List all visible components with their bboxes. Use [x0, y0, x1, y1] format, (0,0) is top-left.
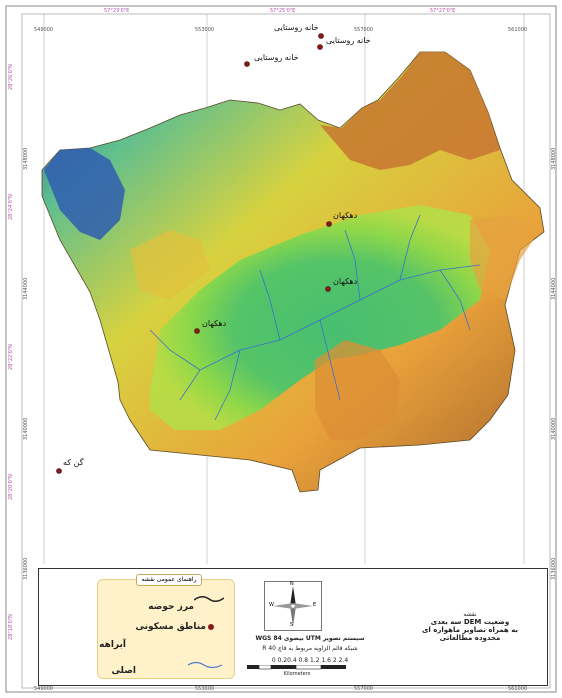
map-inner-frame — [21, 13, 551, 689]
east-label: E — [313, 602, 317, 608]
map-title-label: نقشه — [463, 611, 477, 618]
settlement-dot-top1 — [318, 33, 324, 39]
grid-info: شبکه قائم الزاویه مربوط به قاچ R 40 — [262, 645, 358, 652]
river-network — [149, 214, 481, 421]
settlement-dot-outside — [56, 468, 62, 474]
settlement-dot-village3 — [194, 328, 200, 334]
coord-bottom-1: 549000 — [34, 27, 54, 33]
legend-boundary: مرز حوضه — [148, 602, 194, 612]
deep-area — [44, 148, 125, 240]
settlement-dot-top3 — [244, 61, 250, 67]
coord-bottom-5: 549000 — [34, 686, 54, 692]
legend-waterway: آبراهه — [99, 640, 126, 650]
coord-left-2: 28°24'0"N — [8, 194, 14, 220]
settlement-label-top3: خانه روستایی — [254, 53, 299, 62]
coord-top-3: 57°27'0"E — [430, 8, 456, 14]
scale-ticks: 0 0.20.4 0.8 1.2 1.6 2 2.4 — [271, 657, 349, 664]
coord-inner-right-1: 3148000 — [551, 147, 557, 170]
coord-bottom-7: 557000 — [354, 686, 374, 692]
west-label: W — [269, 602, 274, 608]
coord-bottom-4: 561000 — [508, 27, 528, 33]
legend-box: راهنمای عمومی نقشه مرز حوضه مناطق مسکونی… — [38, 568, 548, 686]
coord-bottom-6: 553000 — [195, 686, 215, 692]
coord-bottom-3: 557000 — [354, 27, 374, 33]
settlement-label-village1: دهکهان — [333, 211, 358, 220]
legend-settlements: مناطق مسکونی — [135, 622, 206, 632]
map-outer-frame — [5, 5, 557, 693]
coord-left-3: 28°22'0"N — [8, 344, 14, 370]
coord-inner-left-2: 3144000 — [23, 277, 29, 300]
coord-inner-right-2: 3144000 — [551, 277, 557, 300]
boundary-symbol — [194, 596, 224, 602]
legend-main: اصلی — [111, 666, 136, 676]
settlement-label-top1: خانه روستایی — [274, 23, 319, 32]
north-arrow: N S E W — [264, 581, 322, 631]
coord-left-1: 28°26'0"N — [8, 64, 14, 90]
map-title-block: نقشه وضعیت DEM سه بعدی به همراه تصاویر م… — [411, 611, 529, 642]
south-label: S — [290, 622, 294, 628]
coord-top-1: 57°23'0"E — [104, 8, 130, 14]
scale-bar — [247, 665, 346, 670]
coord-bottom-2: 553000 — [195, 27, 215, 33]
coord-bottom-8: 561000 — [508, 686, 528, 692]
ridge-east — [470, 215, 540, 300]
coord-top-2: 57°25'0"E — [270, 8, 296, 14]
settlement-label-top2: خانه روستایی — [326, 36, 371, 45]
ridge-north — [320, 52, 500, 170]
coord-left-4: 28°20'0"N — [8, 474, 14, 500]
coord-inner-left-3: 3140000 — [23, 417, 29, 440]
coord-left-5: 28°18'0"N — [8, 614, 14, 640]
settlement-dot-village1 — [326, 221, 332, 227]
settlement-label-outside: گن که — [63, 458, 84, 467]
settlement-label-village3: دهکهان — [202, 319, 227, 328]
ridge-south — [315, 340, 400, 440]
map-title-line3: محدوده مطالعاتی — [439, 634, 501, 642]
north-label: N — [290, 581, 294, 587]
ridge-west — [130, 230, 210, 300]
scale-unit: Kilometers — [283, 671, 311, 677]
map-title-line2: به همراه تصاویر ماهواره ای — [421, 626, 519, 634]
settlement-label-village2: دهکهان — [333, 277, 358, 286]
waterway-symbol — [188, 661, 222, 669]
legend-panel: راهنمای عمومی نقشه مرز حوضه مناطق مسکونی… — [97, 574, 235, 679]
map-title-line1: وضعیت DEM سه بعدی — [430, 618, 510, 626]
compass-icon — [273, 586, 313, 626]
coord-inner-left-1: 3148000 — [23, 147, 29, 170]
settlement-dot-top2 — [317, 44, 323, 50]
coord-inner-left-4: 3136000 — [23, 557, 29, 580]
legend-title: راهنمای عمومی نقشه — [136, 574, 202, 586]
settlement-symbol — [208, 624, 214, 630]
projection-info: سیستم تصویر UTM بیضوی WGS 84 — [255, 635, 365, 642]
coord-inner-right-3: 3140000 — [551, 417, 557, 440]
coord-inner-right-4: 3136000 — [551, 557, 557, 580]
settlement-dot-village2 — [325, 286, 331, 292]
